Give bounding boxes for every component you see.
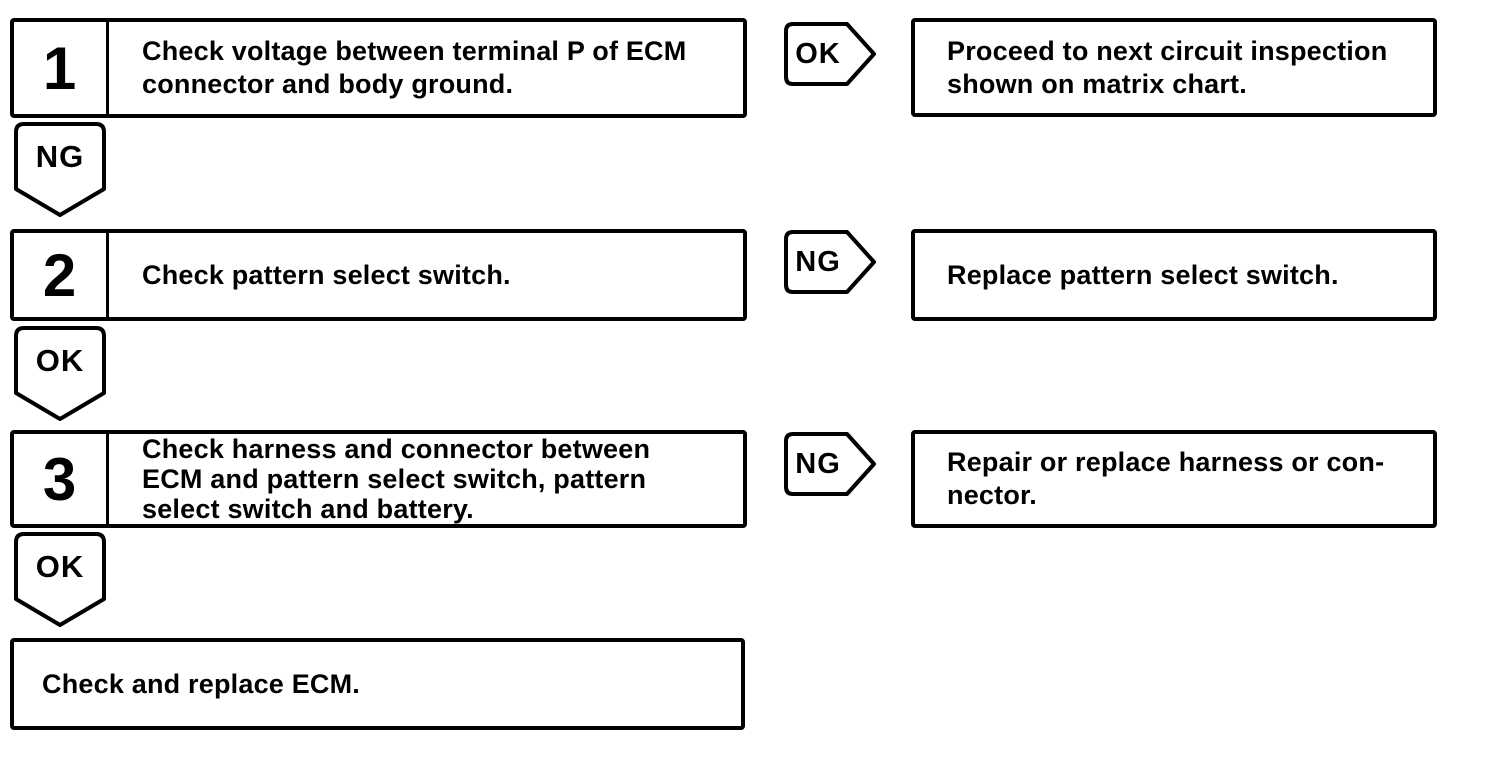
down-pennant-icon [14, 122, 106, 217]
step-1-number: 1 [14, 22, 109, 114]
action-box-2: Replace pattern select switch. [911, 229, 1437, 321]
right-arrow-pentagon-icon [784, 22, 876, 86]
action-text-2: Replace pattern select switch. [947, 259, 1339, 290]
action-text-1: Proceed to next circuit inspection shown… [947, 35, 1388, 99]
final-action-text: Check and replace ECM. [42, 668, 361, 699]
connector-label: OK [35, 343, 85, 378]
ok-branch-arrow-icon: OK [784, 22, 876, 86]
down-pennant-icon [14, 532, 106, 627]
action-box-1: Proceed to next circuit inspection shown… [911, 18, 1437, 117]
ng-connector-icon: NG [14, 122, 106, 218]
step-2-box: 2 Check pattern select switch. [10, 229, 747, 321]
ng-branch-arrow-icon: NG [784, 432, 876, 496]
connector-label: NG [35, 139, 85, 174]
ok-connector-icon: OK [14, 532, 106, 628]
action-box-3: Repair or replace harness or con- nector… [911, 430, 1437, 528]
step-1-box: 1 Check voltage between terminal P of EC… [10, 18, 747, 118]
right-arrow-pentagon-icon [784, 230, 876, 294]
step-2-number: 2 [14, 233, 109, 317]
ok-connector-icon: OK [14, 326, 106, 422]
branch-label: OK [795, 37, 841, 70]
right-arrow-pentagon-icon [784, 432, 876, 496]
action-text-3: Repair or replace harness or con- nector… [947, 447, 1385, 510]
step-2-instruction: Check pattern select switch. [142, 259, 511, 290]
connector-label: OK [35, 549, 85, 584]
down-pennant-icon [14, 326, 106, 421]
step-3-instruction: Check harness and connector between ECM … [142, 434, 651, 524]
final-action-box: Check and replace ECM. [10, 638, 745, 730]
branch-label: NG [795, 245, 841, 278]
step-3-number: 3 [14, 434, 109, 524]
step-3-box: 3 Check harness and connector between EC… [10, 430, 747, 528]
step-1-instruction: Check voltage between terminal P of ECM … [142, 36, 687, 99]
branch-label: NG [795, 447, 841, 480]
ng-branch-arrow-icon: NG [784, 230, 876, 294]
